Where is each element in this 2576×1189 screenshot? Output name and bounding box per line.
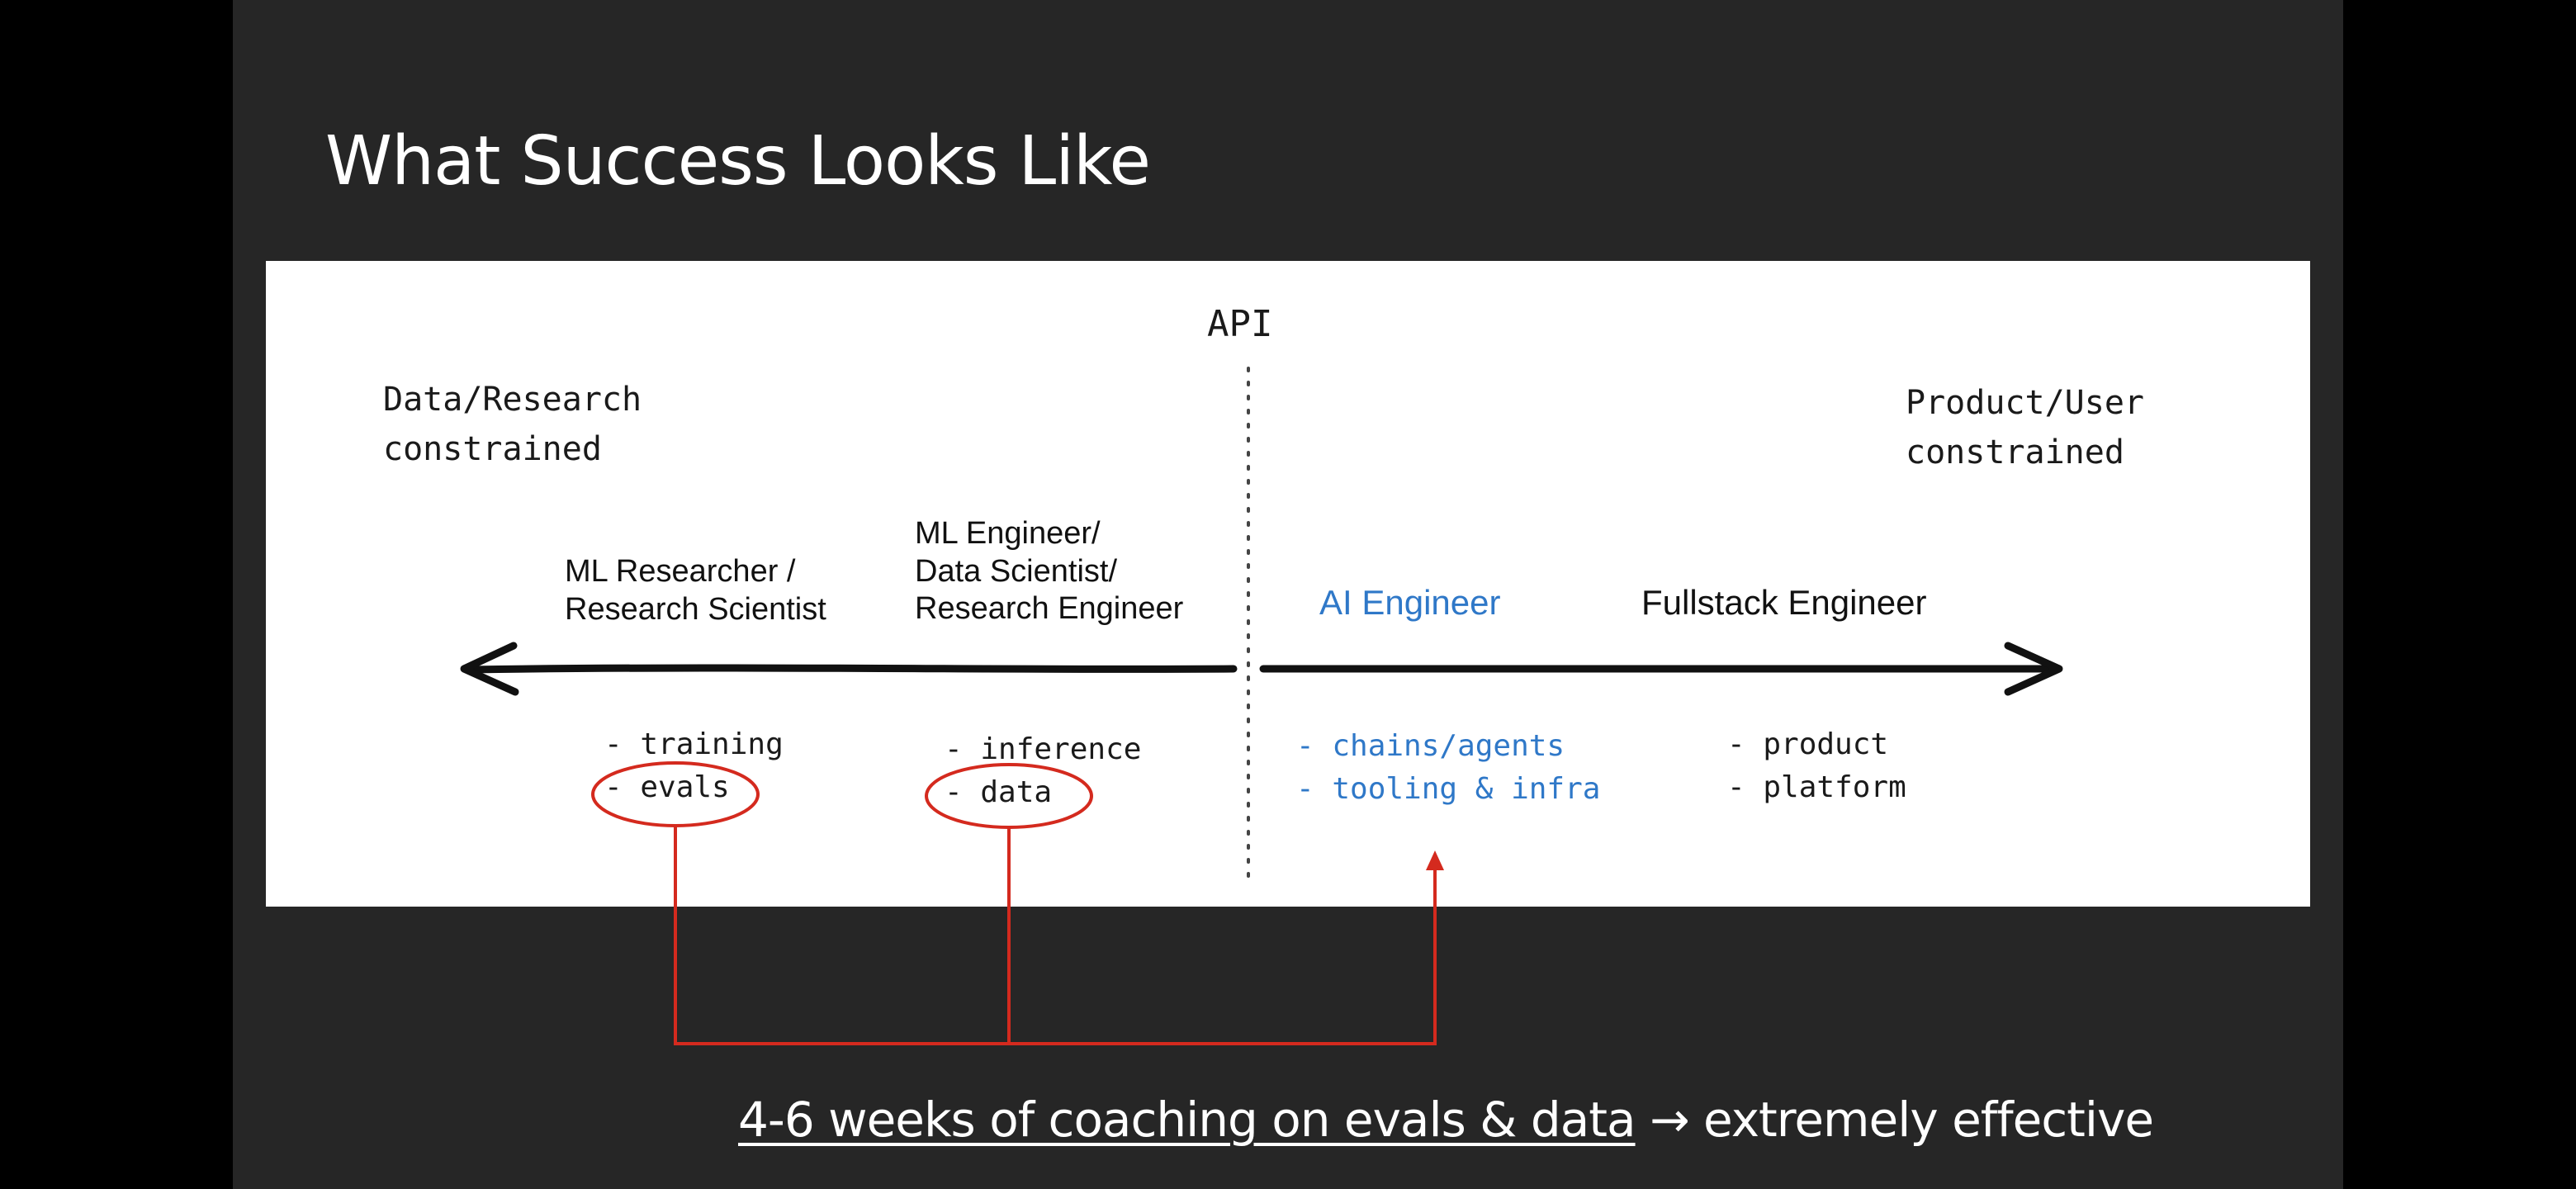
left-constraint-label: Data/Research constrained xyxy=(383,375,642,474)
slide-caption: 4-6 weeks of coaching on evals & data → … xyxy=(738,1092,2154,1148)
bullet-chains-agents: - chains/agents xyxy=(1296,729,1565,763)
right-constraint-line-2: constrained xyxy=(1906,433,2124,471)
role-line: Fullstack Engineer xyxy=(1641,583,1927,622)
bullet-evals: - evals xyxy=(604,770,730,805)
bullet-platform: - platform xyxy=(1727,770,1906,805)
slide-title: What Success Looks Like xyxy=(325,122,1151,201)
role-line: AI Engineer xyxy=(1319,583,1501,622)
fullstack-bullets: - product - platform xyxy=(1727,723,1906,809)
role-line: Research Engineer xyxy=(915,591,1184,627)
bullet-training: - training xyxy=(604,727,784,761)
diagram-panel: API Data/Research constrained Product/Us… xyxy=(266,261,2310,907)
bullet-data: - data xyxy=(945,775,1053,810)
bullet-inference: - inference xyxy=(945,732,1142,766)
role-ai-engineer: AI Engineer xyxy=(1319,582,1500,623)
role-line: ML Researcher / xyxy=(565,554,796,589)
ai-engineer-bullets: - chains/agents - tooling & infra xyxy=(1296,725,1600,811)
role-line: ML Engineer/ xyxy=(915,516,1101,551)
ml-researcher-bullets: - training - evals xyxy=(604,723,784,809)
left-constraint-line-1: Data/Research xyxy=(383,381,642,419)
role-fullstack-engineer: Fullstack Engineer xyxy=(1641,582,1927,623)
caption-rest-text: extremely effective xyxy=(1703,1092,2154,1148)
role-ml-researcher: ML Researcher / Research Scientist xyxy=(565,553,826,628)
right-constraint-label: Product/User constrained xyxy=(1906,378,2144,477)
role-line: Data Scientist/ xyxy=(915,553,1117,589)
role-ml-engineer: ML Engineer/ Data Scientist/ Research En… xyxy=(915,515,1183,628)
caption-underlined-text: 4-6 weeks of coaching on evals & data xyxy=(738,1092,1636,1148)
bullet-product: - product xyxy=(1727,727,1889,761)
slide: What Success Looks Like API Data/Researc… xyxy=(233,0,2343,1189)
right-constraint-line-1: Product/User xyxy=(1906,384,2144,422)
right-arrow-icon: → xyxy=(1650,1092,1690,1148)
ml-engineer-bullets: - inference - data xyxy=(945,728,1141,814)
api-label: API xyxy=(1207,303,1273,345)
left-constraint-line-2: constrained xyxy=(383,430,602,468)
role-line: Research Scientist xyxy=(565,591,826,627)
bullet-tooling-infra: - tooling & infra xyxy=(1296,772,1601,807)
